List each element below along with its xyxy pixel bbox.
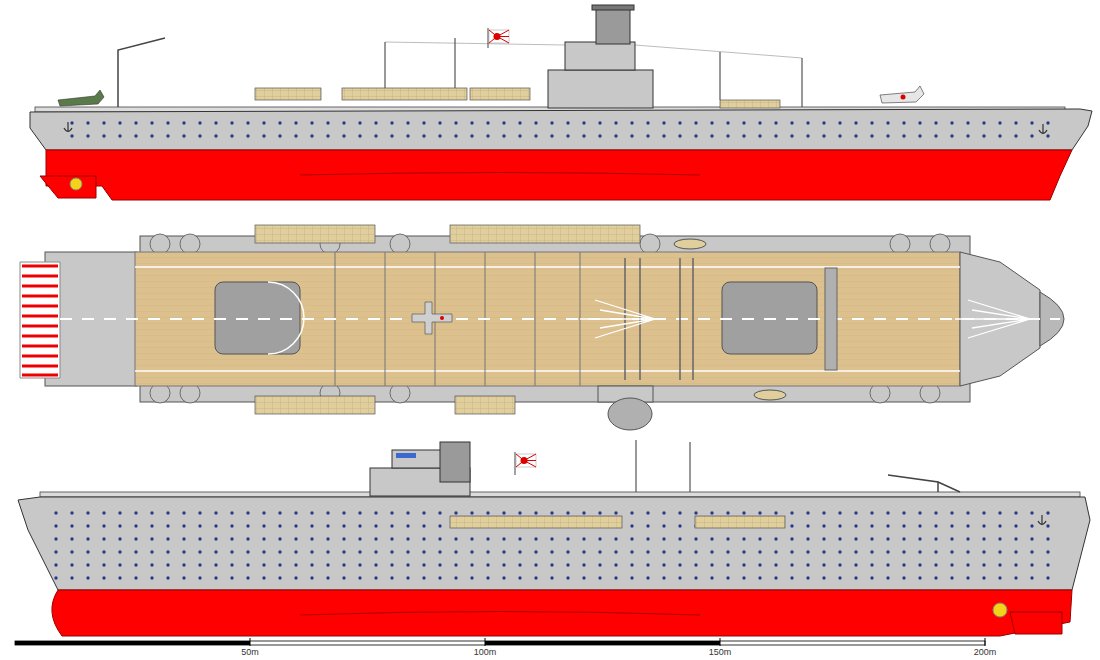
funnel-cap xyxy=(592,5,634,10)
windbreak xyxy=(825,268,837,370)
hull-side xyxy=(30,109,1092,150)
gun-tub xyxy=(255,88,321,100)
bilge-keel xyxy=(300,612,700,616)
bridge xyxy=(392,450,444,468)
masts xyxy=(636,440,690,492)
bridge-windows xyxy=(396,453,416,458)
gun-tub xyxy=(720,100,780,108)
aircraft xyxy=(58,90,104,106)
gun-tub xyxy=(255,396,375,414)
gun-tub xyxy=(470,88,530,100)
scale-label: 200m xyxy=(974,648,997,657)
centerline xyxy=(60,318,1060,320)
lower-hull xyxy=(46,150,1072,200)
island xyxy=(548,70,653,108)
portholes xyxy=(60,116,1060,146)
funnel xyxy=(596,8,630,44)
gun-tub xyxy=(450,225,640,243)
bilge-keel xyxy=(300,173,700,176)
ensign xyxy=(515,452,536,475)
masts xyxy=(385,38,802,107)
scale-bar xyxy=(15,638,985,646)
gun-tub xyxy=(695,516,785,528)
aircraft xyxy=(880,86,924,103)
gun-tub xyxy=(255,225,375,243)
funnel xyxy=(440,442,470,482)
starboard-profile xyxy=(30,5,1092,200)
anchor xyxy=(1038,515,1046,525)
propeller xyxy=(993,603,1007,617)
crane xyxy=(118,38,165,107)
crane xyxy=(888,475,960,492)
rudder xyxy=(40,176,96,198)
ensign xyxy=(488,28,509,48)
funnel-plan xyxy=(608,398,652,430)
flight-deck xyxy=(40,492,1080,497)
boat xyxy=(754,390,786,400)
anchor xyxy=(1039,124,1047,134)
hull-side xyxy=(18,497,1090,590)
gun-tub xyxy=(450,516,622,528)
rudder xyxy=(1010,612,1062,634)
anchor xyxy=(64,122,72,132)
scale-label: 150m xyxy=(709,648,732,657)
gun-tub xyxy=(455,396,515,414)
stern-stripes xyxy=(22,266,58,375)
aircraft xyxy=(412,302,452,334)
boat xyxy=(674,239,706,249)
plan-view xyxy=(20,225,1064,430)
gun-tub xyxy=(342,88,467,100)
lower-hull xyxy=(52,590,1072,636)
portholes xyxy=(50,503,1060,585)
stern-stripes xyxy=(20,262,60,378)
port-profile xyxy=(18,440,1090,636)
bridge xyxy=(565,42,635,70)
scale-label: 100m xyxy=(474,648,497,657)
propeller xyxy=(70,178,82,190)
scale-label: 50m xyxy=(241,648,259,657)
deck-arrow xyxy=(580,300,1030,338)
